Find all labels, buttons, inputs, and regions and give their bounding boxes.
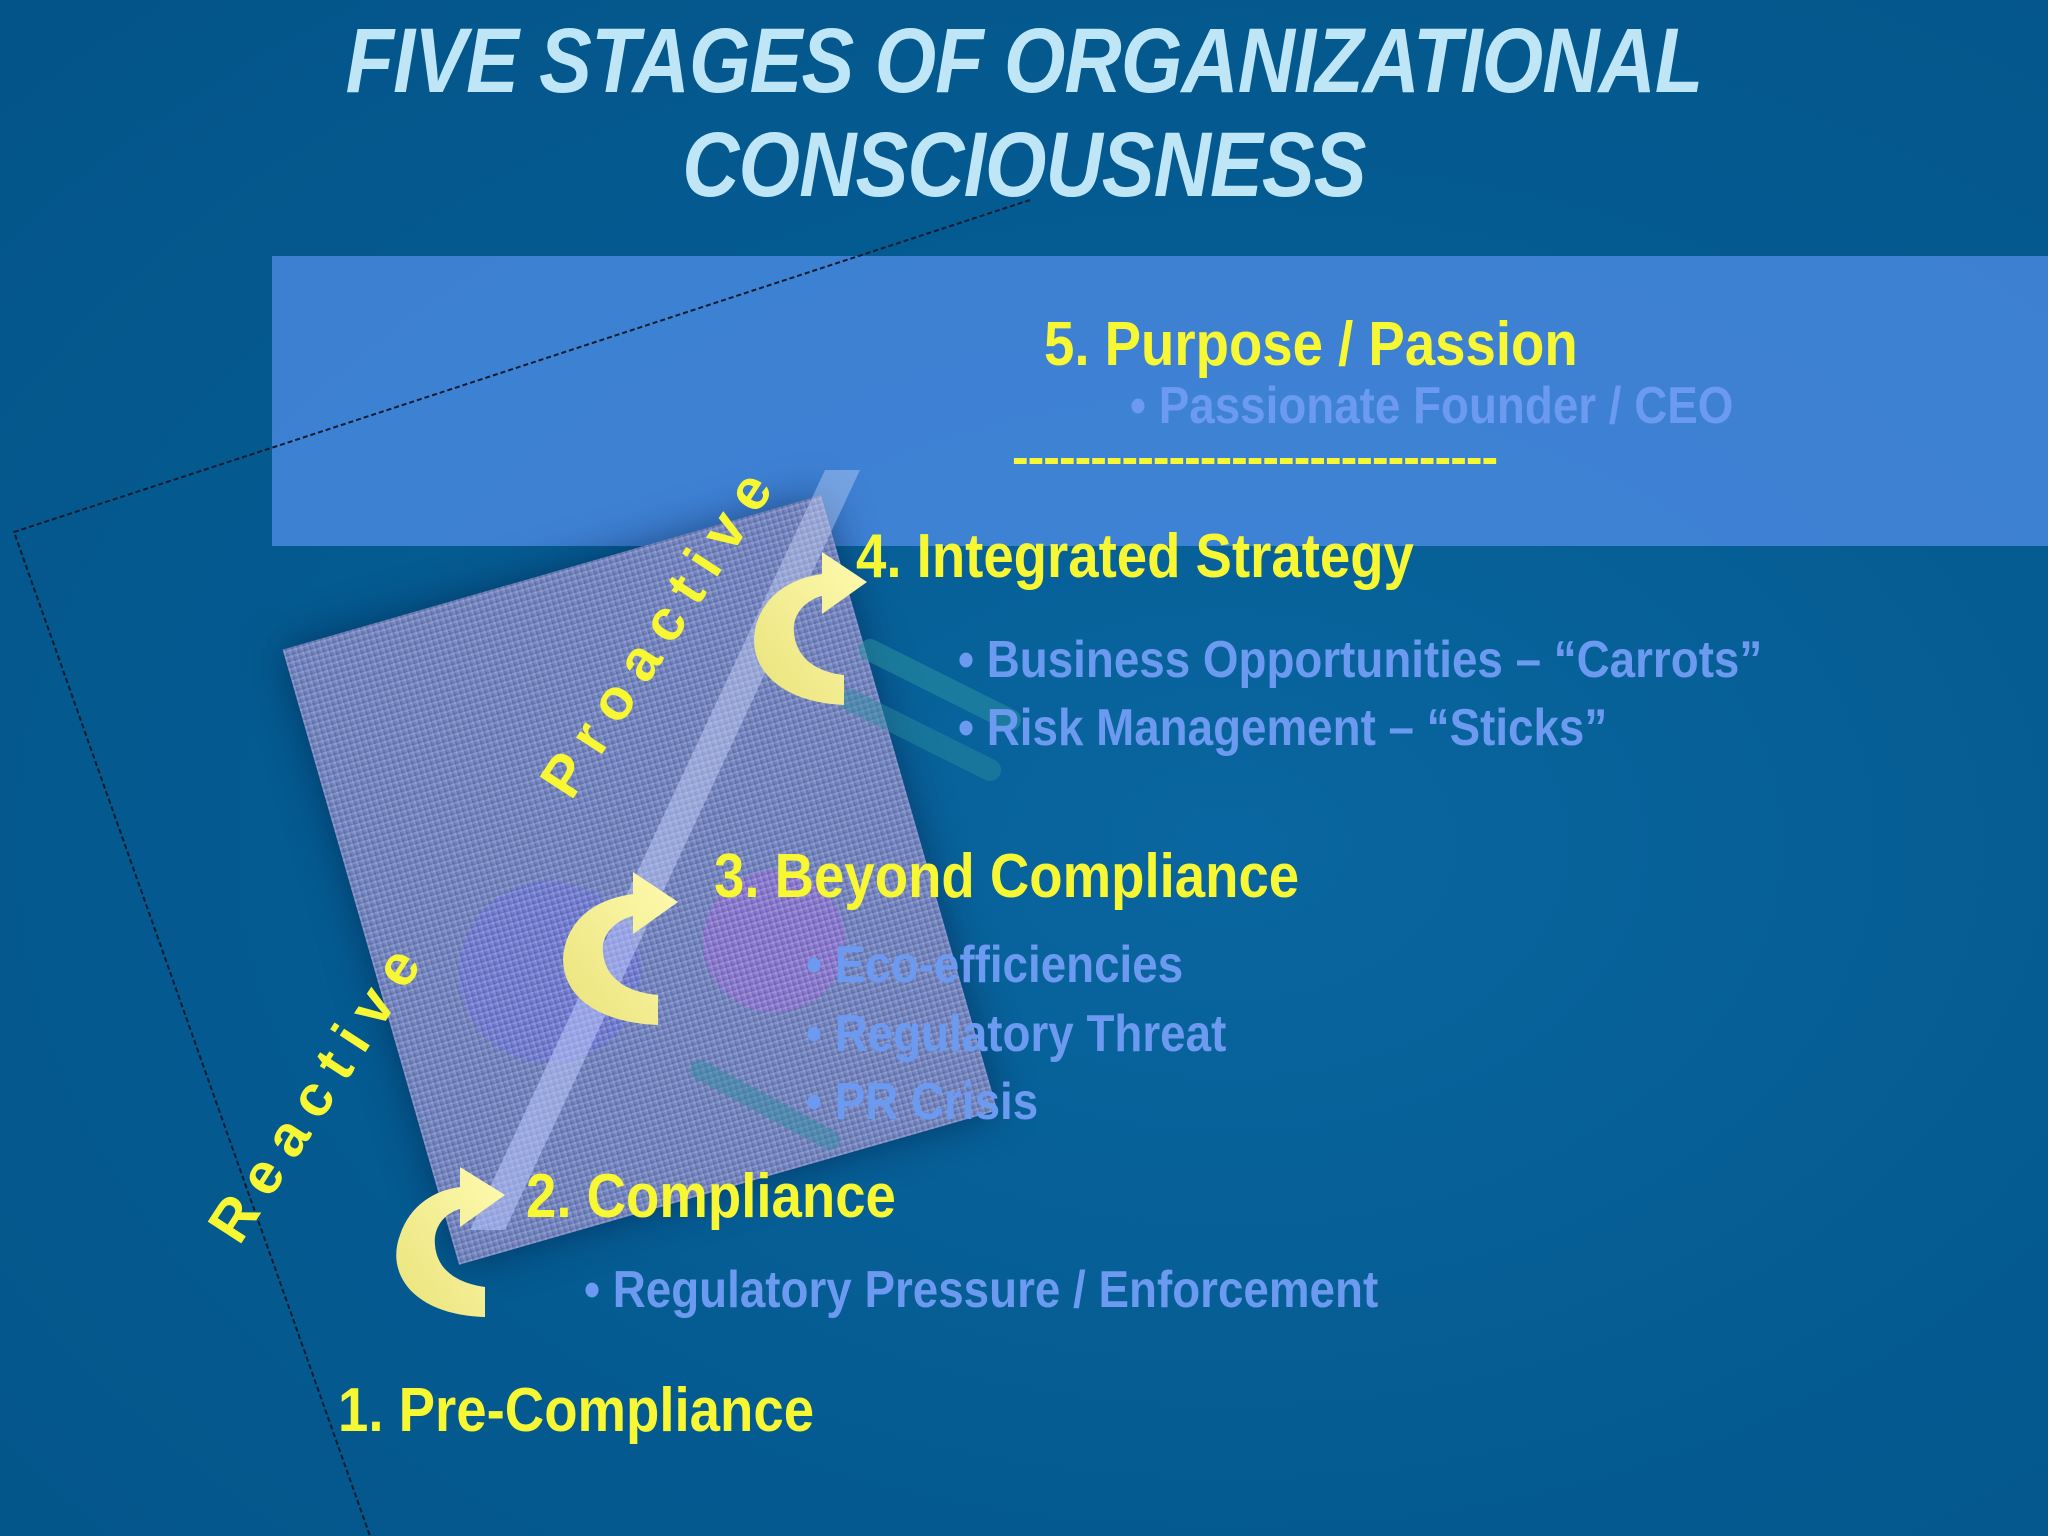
stage-separator: ------------------------------- [1012, 429, 1498, 485]
stage-3-bullet: • Eco-efficiencies [806, 936, 1184, 994]
curved-arrow-icon [754, 552, 867, 705]
stage-2-bullet: • Regulatory Pressure / Enforcement [584, 1261, 1379, 1319]
teal-stroke [690, 1060, 840, 1150]
curved-arrow-icon [563, 872, 678, 1025]
curved-arrow-icon [396, 1167, 505, 1317]
stage-5-bullet: • Passionate Founder / CEO [1130, 377, 1734, 435]
stage-4-label: 4. Integrated Strategy [856, 522, 1414, 591]
teal-stroke [859, 639, 1021, 731]
stage-3-label: 3. Beyond Compliance [714, 842, 1300, 911]
stage-5-band [272, 256, 2048, 546]
title-line-2: CONSCIOUSNESS [682, 114, 1366, 216]
stage-4-bullet: • Risk Management – “Sticks” [958, 699, 1608, 757]
stage-3-bullet: • Regulatory Threat [806, 1005, 1227, 1063]
dotted-outline [12, 199, 1031, 1536]
stage-2-label: 2. Compliance [526, 1162, 896, 1231]
title-line-1: FIVE STAGES OF ORGANIZATIONAL [345, 10, 1704, 112]
teal-stroke [839, 689, 1001, 781]
stage-4-bullet: • Business Opportunities – “Carrots” [958, 631, 1763, 689]
stage-5-label: 5. Purpose / Passion [1044, 310, 1578, 379]
stage-3-bullet: • PR Crisis [806, 1073, 1039, 1131]
stage-1-label: 1. Pre-Compliance [338, 1376, 815, 1445]
